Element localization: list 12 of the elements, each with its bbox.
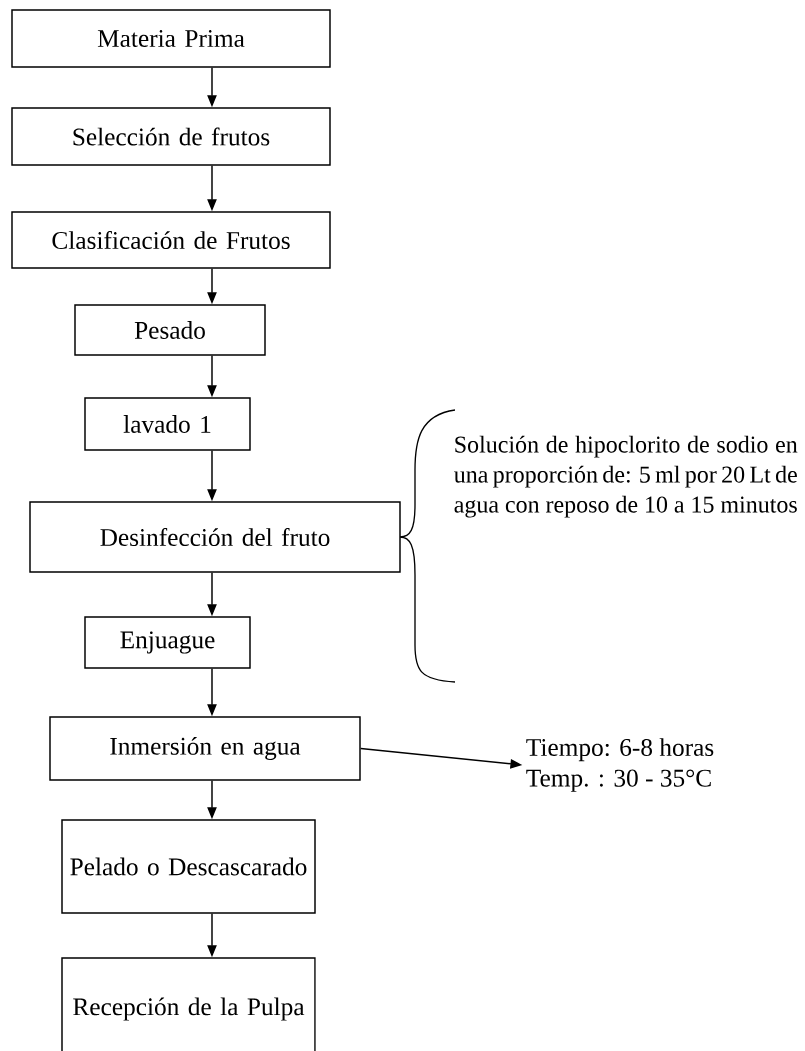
process-box: Inmersión en agua [49, 716, 361, 781]
note-text: Tiempo: 6-8 horas Temp. : 30 - 35°C [526, 738, 714, 792]
process-box: Clasificación de Frutos [11, 211, 331, 269]
process-box: Desinfección del fruto [29, 501, 401, 573]
process-box: Pelado o Descascarado [61, 819, 316, 914]
process-box: Enjuague [84, 616, 251, 669]
process-box: lavado 1 [84, 397, 251, 451]
process-box: Materia Prima [11, 9, 331, 68]
note-text: Solución de hipoclorito de sodio en una proporción de: 5 ml por 20 Lt de agua con reposo de 10 a 15 minutos [454, 435, 798, 518]
process-box: Pesado [74, 304, 266, 356]
process-box: Selección de frutos [11, 107, 331, 166]
process-box: Recepción de la Pulpa [61, 957, 316, 1051]
